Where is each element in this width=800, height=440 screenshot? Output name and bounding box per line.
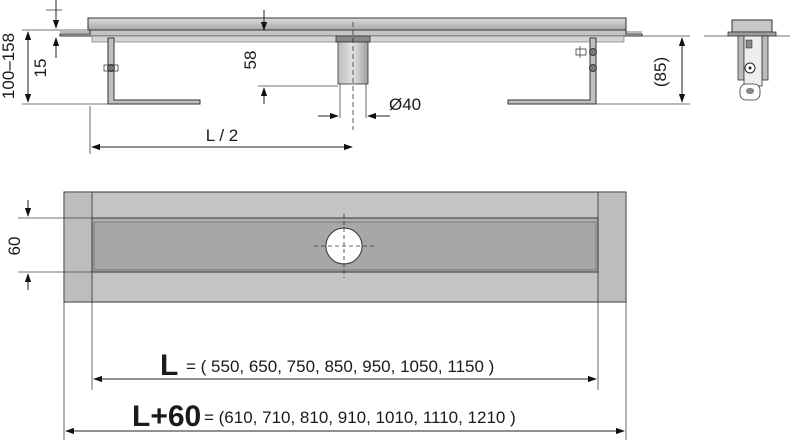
floor-flange — [59, 29, 643, 37]
dim-height-range: 100–158 — [0, 33, 18, 99]
side-view: 100–158 15 58 Ø40 L / 2 (85) — [0, 0, 690, 154]
right-bracket — [507, 37, 597, 105]
left-bracket — [103, 37, 201, 105]
dim-outlet-length: 58 — [241, 51, 260, 70]
left-end-cap — [63, 191, 93, 303]
dim-L60-symbol: L+60 — [132, 400, 201, 433]
right-end-cap — [597, 191, 627, 303]
dim-clearance: (85) — [651, 57, 670, 87]
dim-L-symbol: L — [160, 349, 178, 382]
top-view: 60 L = ( 550, 650, 750, 850, 950, 1050, … — [5, 191, 627, 440]
dim-half-length: L / 2 — [206, 126, 238, 145]
dim-L60-values: = (610, 710, 810, 910, 1010, 1110, 1210 … — [204, 408, 516, 427]
dim-top-thickness: 15 — [31, 59, 50, 78]
section-view — [704, 19, 790, 101]
outlet-pipe — [335, 22, 371, 130]
dim-outlet-diameter: Ø40 — [389, 95, 421, 114]
dim-width: 60 — [5, 237, 24, 256]
cover-plate — [87, 17, 627, 31]
dim-L-values: = ( 550, 650, 750, 850, 950, 1050, 1150 … — [186, 357, 494, 376]
